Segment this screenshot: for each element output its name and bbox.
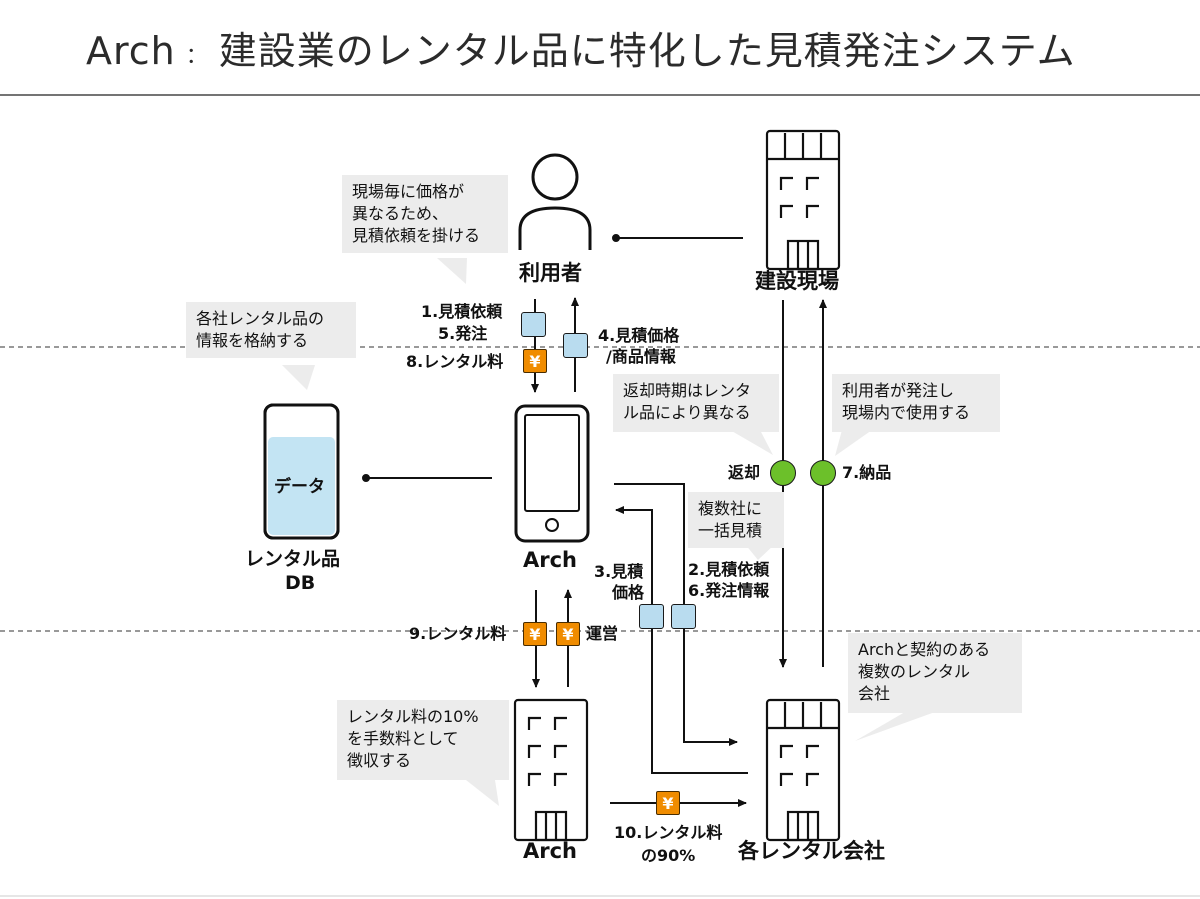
page-title: Arch ： 建設業のレンタル品に特化した見積発注システム — [86, 20, 1076, 75]
user-site-connector-dot — [612, 234, 620, 242]
arrow-quote3-to-app — [615, 506, 748, 774]
db-label-line1: レンタル品 — [245, 548, 341, 570]
fee-note-line: を手数料として — [347, 729, 459, 748]
flow-quote-label-line2: /商品情報 — [606, 347, 676, 366]
title-main: Arch — [86, 29, 176, 73]
yen-icon-operation: ¥ — [556, 622, 580, 646]
user-note-tail — [437, 258, 467, 284]
flow-req2-label-line1: 2.見積依頼 — [688, 560, 770, 579]
flow-quote-label-line1: 4.見積価格 — [598, 326, 680, 345]
db-content-label: データ — [274, 477, 325, 497]
arch-company-label: Arch — [523, 839, 578, 863]
document-icon-quote3 — [639, 604, 664, 629]
note-tails — [282, 258, 935, 806]
flow-fee10-label-line1: 10.レンタル料 — [614, 823, 723, 842]
title-separator: ： — [185, 43, 209, 69]
yen-icon-fee9: ¥ — [523, 622, 547, 646]
user-note: 現場毎に価格が 異なるため、 見積依頼を掛ける — [342, 175, 508, 253]
delivery-note-line: 利用者が発注し — [842, 381, 955, 400]
db-label-line2: DB — [285, 572, 316, 594]
return-note-tail — [730, 430, 773, 455]
document-icon-req2 — [671, 604, 696, 629]
return-note: 返却時期はレンタ ル品により異なる — [613, 374, 779, 432]
bulk-note-line: 複数社に — [698, 499, 763, 518]
db-app-connector-dot — [362, 474, 370, 482]
contract-note-line: 会社 — [858, 684, 891, 703]
flow-operation-label: 運営 — [586, 624, 619, 643]
user-note-line: 異なるため、 — [352, 204, 449, 223]
yen-icon-fee10: ¥ — [656, 791, 680, 815]
flow-delivery-label: 7.納品 — [842, 463, 892, 482]
user-label: 利用者 — [519, 261, 582, 285]
flow-fee10-label-line2: の90% — [641, 846, 696, 865]
rental-companies-building-icon — [765, 698, 841, 842]
db-note-line: 情報を格納する — [196, 331, 309, 350]
contract-note-line: Archと契約のある — [858, 640, 991, 659]
app-label: Arch — [523, 548, 578, 572]
site-label: 建設現場 — [755, 269, 839, 293]
flow-order-label: 5.発注 — [438, 324, 488, 343]
flow-fee9-label: 9.レンタル料 — [409, 624, 507, 643]
return-note-line: 返却時期はレンタ — [623, 381, 752, 400]
return-note-line: ル品により異なる — [623, 403, 751, 422]
status-dot-return — [770, 460, 796, 486]
contract-note-line: 複数のレンタル — [858, 662, 971, 681]
db-note-tail — [282, 365, 315, 390]
bulk-note: 複数社に 一括見積 — [688, 492, 784, 548]
flow-rental-fee-label: 8.レンタル料 — [406, 352, 504, 371]
flow-request-label: 1.見積依頼 — [421, 302, 503, 321]
bulk-note-line: 一括見積 — [698, 521, 763, 540]
rental-companies-label: 各レンタル会社 — [738, 839, 885, 863]
delivery-note: 利用者が発注し 現場内で使用する — [832, 374, 1000, 432]
fee-note-line: 徴収する — [347, 751, 412, 770]
flow-quote3-label-line1: 3.見積 — [594, 562, 644, 581]
fee-note: レンタル料の10% を手数料として 徴収する — [337, 700, 509, 780]
status-dot-delivery — [810, 460, 836, 486]
construction-site-building-icon — [765, 129, 841, 271]
user-note-line: 現場毎に価格が — [352, 182, 465, 201]
fee-note-tail — [466, 780, 499, 806]
yen-icon-rental-fee8: ¥ — [523, 349, 547, 373]
document-icon-quote — [563, 333, 588, 358]
db-note-line: 各社レンタル品の — [196, 309, 325, 328]
title-sub: 建設業のレンタル品に特化した見積発注システム — [218, 29, 1076, 73]
flow-return-label: 返却 — [728, 463, 761, 482]
arch-company-building-icon — [513, 698, 589, 842]
smartphone-icon — [514, 404, 590, 543]
document-icon-request — [521, 312, 546, 337]
flow-quote3-label-line2: 価格 — [612, 583, 645, 602]
fee-note-line: レンタル料の10% — [347, 707, 479, 726]
delivery-note-line: 現場内で使用する — [842, 403, 971, 422]
db-note: 各社レンタル品の 情報を格納する — [186, 302, 356, 358]
contract-note-tail — [855, 712, 935, 741]
user-note-line: 見積依頼を掛ける — [352, 226, 481, 245]
user-icon — [518, 153, 592, 250]
database-icon — [263, 403, 340, 540]
contract-note: Archと契約のある 複数のレンタル 会社 — [848, 633, 1022, 713]
flow-req2-label-line2: 6.発注情報 — [688, 581, 770, 600]
bulk-note-tail — [745, 544, 775, 560]
delivery-note-tail — [835, 430, 872, 456]
